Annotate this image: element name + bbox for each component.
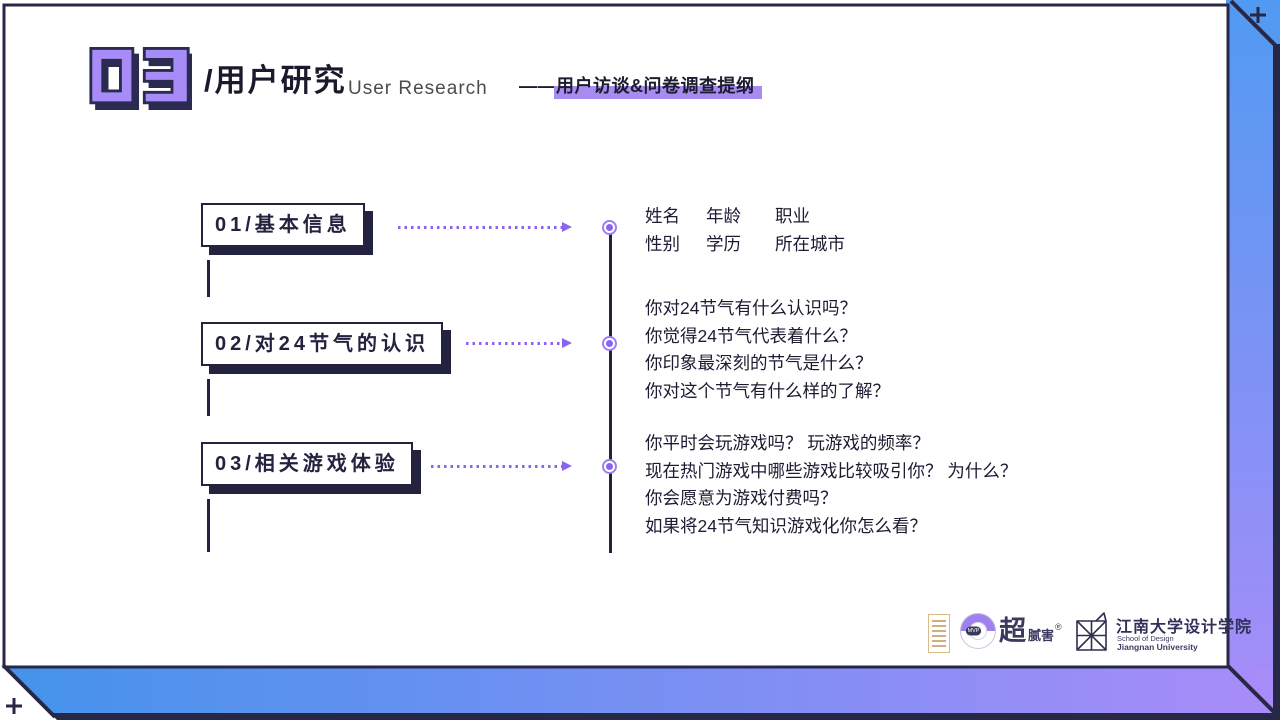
page-title: /用户研究 — [204, 63, 347, 98]
mvp-donut-logo: MVP — [960, 613, 996, 649]
frame-right-band — [1226, 0, 1280, 720]
timeline-node-dot — [606, 340, 613, 347]
grid-row: 性别 学历 所在城市 — [645, 230, 845, 258]
school-en-line1: School of Design — [1117, 634, 1174, 643]
arrow-head-icon — [562, 338, 572, 348]
subtitle-dash: —— — [519, 76, 556, 96]
school-name-cn: 江南大学设计学院 — [1116, 619, 1253, 636]
grid-cell: 性别 — [645, 234, 680, 254]
question-line: 你对这个节气有什么样的了解？ — [645, 380, 890, 401]
section-label-game-experience: 03/相关游戏体验 — [201, 442, 413, 486]
seal-logo — [928, 614, 950, 653]
solar-terms-questions: 你对24节气有什么认识吗？ 你觉得24节气代表着什么？ 你印象最深刻的节气是什么… — [645, 295, 890, 405]
timeline-node-dot — [606, 463, 613, 470]
jiangnan-university-logo — [1076, 612, 1107, 651]
section-number: 03 — [88, 47, 195, 115]
timeline-line — [609, 228, 612, 553]
question-line: 如果将24节气知识游戏化你怎么看？ — [645, 515, 927, 536]
grid-cell: 学历 — [706, 234, 741, 254]
section-label-basic-info: 01/基本信息 — [201, 203, 365, 247]
question-line: 现在热门游戏中哪些游戏比较吸引你？ 为什么？ — [645, 460, 1018, 481]
question-line: 你觉得24节气代表着什么？ — [645, 325, 857, 346]
dotted-arrow — [466, 338, 572, 348]
school-en-line2: Jiangnan University — [1117, 642, 1198, 652]
mvp-badge: MVP — [965, 626, 982, 636]
grid-row: 姓名 年龄 职业 — [645, 202, 845, 230]
page-title-en: User Research — [348, 78, 488, 99]
school-name-en: School of Design Jiangnan University — [1117, 634, 1198, 652]
timeline-node-dot — [606, 224, 613, 231]
basic-info-grid: 姓名 年龄 职业 性别 学历 所在城市 — [645, 202, 845, 258]
registered-mark: ® — [1055, 622, 1062, 632]
arrow-dots — [398, 225, 562, 229]
game-experience-questions: 你平时会玩游戏吗？ 玩游戏的频率？ 现在热门游戏中哪些游戏比较吸引你？ 为什么？… — [645, 430, 1017, 540]
dotted-arrow — [398, 222, 572, 232]
question-line: 你平时会玩游戏吗？ 玩游戏的频率？ — [645, 433, 930, 453]
brand-wordmark: 超 腻害 ® — [999, 612, 1062, 650]
grid-cell: 姓名 — [645, 206, 680, 226]
grid-cell: 年龄 — [706, 206, 741, 226]
question-line: 你对24节气有什么认识吗？ — [645, 298, 857, 318]
grid-cell: 职业 — [775, 206, 810, 226]
subtitle-highlight: 用户访谈&问卷调查提纲 — [554, 76, 762, 99]
plus-icon — [1250, 7, 1266, 23]
connector-line — [207, 499, 210, 552]
brand-char-big: 超 — [999, 616, 1026, 646]
page-subtitle: ——用户访谈&问卷调查提纲 — [519, 74, 762, 99]
arrow-head-icon — [562, 222, 572, 232]
timeline-node-icon — [602, 459, 617, 474]
section-label-solar-terms: 02/对24节气的认识 — [201, 322, 444, 366]
plus-icon — [6, 698, 22, 714]
arrow-dots — [431, 464, 562, 468]
brand-chars-small: 腻害 — [1028, 628, 1055, 643]
connector-line — [207, 260, 210, 297]
timeline-node-icon — [602, 220, 617, 235]
frame-bottom-band — [0, 668, 1280, 720]
question-line: 你会愿意为游戏付费吗？ — [645, 488, 838, 508]
question-line: 你印象最深刻的节气是什么？ — [645, 353, 873, 373]
timeline-node-icon — [602, 336, 617, 351]
grid-cell: 所在城市 — [775, 234, 845, 254]
blocky-digits-03 — [89, 47, 195, 110]
arrow-dots — [466, 341, 562, 345]
arrow-head-icon — [562, 461, 572, 471]
dotted-arrow — [431, 461, 572, 471]
connector-line — [207, 379, 210, 416]
